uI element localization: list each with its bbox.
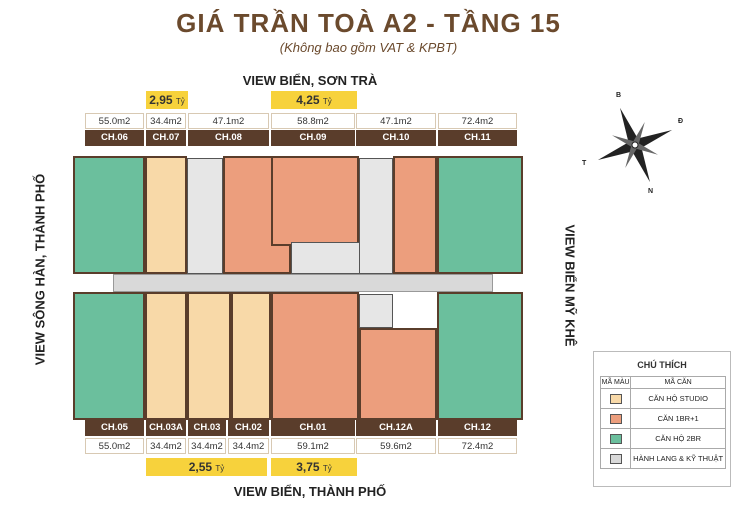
unit-area-label: 58.8m2: [271, 113, 355, 129]
unit-area-label: 34.4m2: [146, 113, 186, 129]
unit-ch09[interactable]: [271, 156, 359, 246]
price-value: 4,25: [296, 93, 320, 107]
unit-area-label: 34.4m2: [228, 438, 269, 454]
legend-row: HÀNH LANG & KỸ THUẬT: [599, 448, 726, 469]
unit-area-label: 55.0m2: [85, 438, 144, 454]
legend-row: CĂN HỘ 2BR: [599, 428, 726, 449]
view-label-right: VIEW BIỂN MỸ KHÊ: [562, 224, 578, 347]
unit-code-label[interactable]: CH.12: [438, 420, 517, 436]
legend-swatch: [609, 453, 622, 464]
view-label-top: VIEW BIỂN, SƠN TRÀ: [242, 73, 378, 88]
unit-code-label[interactable]: CH.06: [85, 130, 144, 146]
corridor: [113, 274, 493, 292]
compass-east-label: Đ: [678, 118, 684, 125]
unit-code-label[interactable]: CH.10: [356, 130, 436, 146]
unit-ch10[interactable]: [393, 156, 437, 274]
unit-ch12a[interactable]: [359, 328, 437, 420]
compass-west-label: T: [582, 160, 587, 167]
unit-area-label: 34.4m2: [146, 438, 186, 454]
unit-ch06[interactable]: [73, 156, 145, 274]
legend-col-color: MÃ MÀU: [599, 376, 632, 389]
legend-col-name: MÃ CĂN: [630, 376, 726, 389]
unit-ch03[interactable]: [187, 292, 231, 420]
unit-code-label[interactable]: CH.07: [146, 130, 186, 146]
compass-north-label: B: [616, 92, 622, 99]
elevator-core: [291, 242, 361, 274]
price-tag-ch07: 2,95 Tỷ: [146, 91, 188, 109]
legend-swatch-cell: [599, 388, 632, 409]
legend-swatch: [609, 393, 622, 404]
unit-ch02[interactable]: [231, 292, 271, 420]
compass-icon: [597, 107, 673, 183]
price-tag-ch09: 4,25 Tỷ: [271, 91, 357, 109]
legend-swatch-cell: [599, 408, 632, 429]
stair-core-right: [359, 158, 393, 274]
page-subtitle: (Không bao gồm VAT & KPBT): [279, 40, 458, 55]
unit-ch12[interactable]: [437, 292, 523, 420]
compass-south-label: N: [648, 188, 654, 195]
unit-ch07[interactable]: [145, 156, 187, 274]
legend-swatch: [609, 433, 622, 444]
unit-code-label[interactable]: CH.08: [188, 130, 269, 146]
unit-area-label: 72.4m2: [438, 113, 517, 129]
price-unit: Tỷ: [322, 464, 332, 473]
unit-ch03a[interactable]: [145, 292, 187, 420]
legend-title: CHÚ THÍCH: [637, 360, 687, 370]
unit-code-label[interactable]: CH.02: [228, 420, 269, 436]
unit-area-label: 47.1m2: [356, 113, 436, 129]
floor-plan: [73, 156, 523, 420]
unit-ch05[interactable]: [73, 292, 145, 420]
legend-swatch-cell: [599, 428, 632, 449]
unit-code-label[interactable]: CH.05: [85, 420, 144, 436]
legend-swatch: [609, 413, 622, 424]
unit-code-label[interactable]: CH.01: [271, 420, 355, 436]
unit-code-label[interactable]: CH.11: [438, 130, 517, 146]
legend-row: CĂN 1BR+1: [599, 408, 726, 429]
price-tag-ch01: 3,75 Tỷ: [271, 458, 357, 476]
unit-area-label: 59.6m2: [356, 438, 436, 454]
unit-area-label: 55.0m2: [85, 113, 144, 129]
price-value: 2,55: [188, 460, 213, 474]
price-tag-ch03: 2,55 Tỷ: [146, 458, 267, 476]
price-unit: Tỷ: [322, 97, 332, 106]
legend-label: HÀNH LANG & KỸ THUẬT: [630, 448, 726, 469]
price-value: 2,95: [149, 93, 173, 107]
legend-label: CĂN HỘ STUDIO: [630, 388, 726, 409]
page-title: GIÁ TRẦN TOÀ A2 - TẦNG 15: [176, 8, 561, 38]
legend-row: CĂN HỘ STUDIO: [599, 388, 726, 409]
unit-code-label[interactable]: CH.12A: [356, 420, 436, 436]
unit-ch01[interactable]: [271, 292, 359, 420]
unit-area-label: 34.4m2: [188, 438, 226, 454]
unit-code-label[interactable]: CH.03: [188, 420, 226, 436]
price-value: 3,75: [296, 460, 320, 474]
view-label-bottom: VIEW BIỂN, THÀNH PHỐ: [233, 484, 387, 499]
legend-label: CĂN 1BR+1: [630, 408, 726, 429]
legend-label: CĂN HỘ 2BR: [630, 428, 726, 449]
technical-room: [359, 294, 393, 328]
unit-ch11[interactable]: [437, 156, 523, 274]
view-label-left: VIEW SÔNG HÀN, THÀNH PHỐ: [32, 173, 48, 366]
price-unit: Tỷ: [175, 97, 185, 106]
unit-area-label: 72.4m2: [438, 438, 517, 454]
stair-core-left: [187, 158, 223, 274]
compass-rose: B Đ N T: [582, 92, 684, 195]
legend-swatch-cell: [599, 448, 632, 469]
unit-area-label: 47.1m2: [188, 113, 269, 129]
unit-area-label: 59.1m2: [271, 438, 355, 454]
price-unit: Tỷ: [215, 464, 225, 473]
unit-code-label[interactable]: CH.09: [271, 130, 355, 146]
unit-code-label[interactable]: CH.03A: [146, 420, 186, 436]
